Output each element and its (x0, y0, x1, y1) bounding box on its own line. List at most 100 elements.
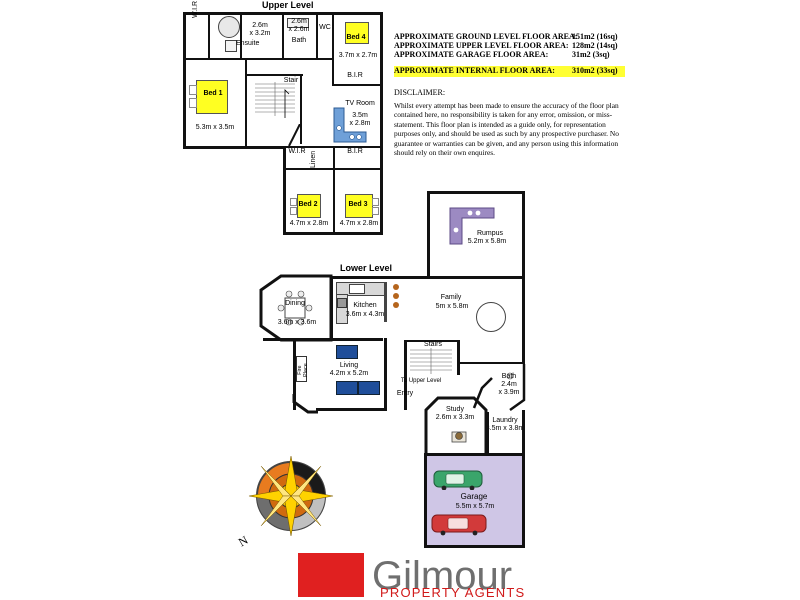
wall (283, 168, 383, 170)
room-label-entry: Entry (396, 390, 414, 397)
room-label-fire-place: Fire Place (297, 363, 309, 377)
room-label-garage: Garage (460, 492, 488, 501)
wall (316, 12, 318, 60)
armchair-icon (336, 345, 358, 359)
room-dims-bed3: 4.7m x 2.8m (339, 220, 379, 227)
pillow (189, 85, 197, 95)
room-label-ensuite: Ensuite (236, 40, 260, 47)
upper-level-title: Upper Level (262, 0, 314, 10)
wall (332, 84, 382, 86)
lower-level-title: Lower Level (340, 263, 393, 273)
room-label-laundry: Laundry (492, 417, 518, 424)
wall (316, 408, 386, 411)
wall (380, 12, 383, 234)
living-bay (292, 394, 318, 414)
stair-upper-steps (255, 82, 295, 118)
shower-icon (225, 40, 237, 52)
room-label-linen: Linen (310, 150, 317, 168)
room-label-wc: WC (319, 24, 331, 31)
room-label-kitchen: Kitchen (353, 302, 377, 309)
wall (240, 12, 242, 60)
disclaimer-text: Whilst every attempt has been made to en… (394, 101, 619, 158)
room-label-bir-bed3: B.I.R (347, 72, 363, 79)
room-dims-family: 5m x 5.8m (435, 303, 469, 310)
wall (457, 340, 460, 375)
wall (427, 191, 525, 194)
room-dims-rumpus: 5.2m x 5.8m (467, 238, 507, 245)
sofa-icon (449, 207, 495, 245)
armchair-icon (358, 381, 380, 395)
room-dims-living: 4.2m x 5.2m (329, 370, 369, 377)
area-value: 151m2 (16sq) (572, 32, 618, 41)
wall (245, 74, 303, 76)
room-label-bir-upper: B.I.R (347, 148, 363, 155)
room-dims-tv-room: 3.5m x 2.8m (349, 112, 371, 127)
room-label-family: Family (440, 294, 462, 301)
total-area-row: APPROXIMATE INTERNAL FLOOR AREA: 310m2 (… (394, 66, 625, 77)
compass-rose-icon (248, 455, 334, 537)
area-row: APPROXIMATE GROUND LEVEL FLOOR AREA: 151… (394, 32, 618, 41)
wall (183, 12, 186, 148)
room-dims-study: 2.6m x 3.3m (435, 414, 475, 421)
stairs-lower-steps (410, 348, 452, 374)
area-row: APPROXIMATE GARAGE FLOOR AREA: 31m2 (3sq… (394, 50, 610, 59)
room-label-to-upper: To Upper Level (400, 378, 442, 384)
wall (522, 410, 525, 454)
pillow (290, 198, 297, 206)
stool-icon (393, 302, 399, 308)
bed-icon (345, 194, 373, 218)
room-label-wir-upper: W.I.R (192, 0, 199, 18)
stair-angle (288, 124, 301, 147)
pillow (372, 207, 379, 215)
study-outline (424, 396, 488, 454)
total-area-value: 310m2 (33sq) (572, 66, 618, 75)
wall (384, 338, 387, 411)
area-label: APPROXIMATE GARAGE FLOOR AREA: (394, 50, 549, 59)
area-value: 128m2 (14sq) (572, 41, 618, 50)
wall (183, 146, 283, 149)
wall (282, 12, 284, 60)
area-row: APPROXIMATE UPPER LEVEL FLOOR AREA: 128m… (394, 41, 618, 50)
room-dims-bed4: 3.7m x 2.7m (338, 52, 378, 59)
area-label: APPROXIMATE UPPER LEVEL FLOOR AREA: (394, 41, 569, 50)
wall (404, 340, 407, 410)
car-icon (431, 514, 487, 536)
cooktop-icon (337, 298, 347, 308)
room-label-stair-upper: Stair (283, 77, 299, 84)
wall (208, 12, 210, 60)
room-label-bed4: Bed 4 (346, 34, 366, 41)
room-label-bath-lower: Bath (501, 373, 517, 380)
bathtub-icon (287, 18, 309, 28)
wall (183, 58, 333, 60)
area-value: 31m2 (3sq) (572, 50, 610, 59)
room-label-rumpus: Rumpus (476, 230, 504, 237)
wall (457, 362, 525, 364)
wall (404, 340, 459, 342)
room-dims-dining: 3.6m x 3.6m (277, 319, 317, 326)
room-dims-laundry: 3.5m x 3.8m (485, 425, 525, 432)
logo-wordmark: Gilmour (372, 554, 513, 598)
room-label-bed1: Bed 1 (203, 90, 223, 97)
car-icon (433, 470, 483, 490)
sink-icon (349, 284, 365, 294)
stool-icon (393, 293, 399, 299)
wall (333, 146, 335, 234)
area-label: APPROXIMATE GROUND LEVEL FLOOR AREA: (394, 32, 578, 41)
room-dims-bath-upper: 2.6m x 2.6m (288, 18, 310, 33)
wall (332, 12, 334, 86)
wall (333, 276, 525, 279)
wall (293, 338, 296, 410)
room-label-stairs-lower: Stairs (424, 341, 442, 348)
room-label-tv-room: TV Room (345, 100, 375, 107)
sofa-icon (333, 107, 367, 143)
room-dims-bed2: 4.7m x 2.8m (289, 220, 329, 227)
room-dims-bath-lower: 2.4m x 3.9m (498, 381, 520, 396)
armchair-icon (336, 381, 358, 395)
total-area-label: APPROXIMATE INTERNAL FLOOR AREA: (394, 66, 555, 75)
wall (245, 60, 247, 148)
fireplace-icon (296, 356, 307, 382)
room-label-study: Study (446, 406, 464, 413)
pillow (290, 207, 297, 215)
spa-bath-icon (218, 16, 240, 38)
bed-icon (196, 80, 228, 114)
